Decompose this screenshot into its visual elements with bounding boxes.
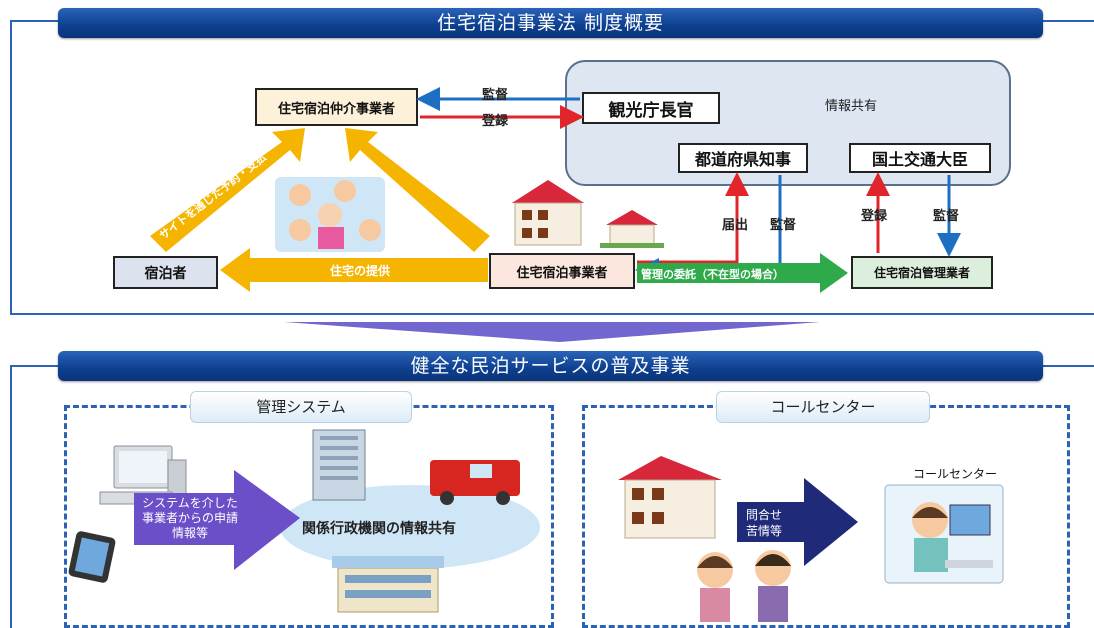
mgmt-system-arrow [134,470,300,570]
bottom-frame-line-right [1040,365,1094,367]
tourism-agency-box: 観光庁長官 [582,92,720,124]
call-center-label: コールセンター [913,467,998,481]
top-banner: 住宅宿泊事業法 制度概要 [58,8,1043,38]
house-callcenter-illustration [618,456,722,539]
call-center-operator-illustration [884,484,1004,584]
intermediary-box: 住宅宿泊仲介事業者 [255,88,418,126]
bottom-frame-left-edge [10,365,12,628]
notification-arrow [637,172,749,264]
property-info-arrow [345,128,490,252]
management-arrow [637,253,848,293]
top-frame-line-right [1040,20,1094,22]
prefecture-box: 都道府県知事 [678,143,808,173]
registration-label-2: 登録 [861,209,888,224]
info-sharing-label: 情報共有 [825,99,878,114]
residents-illustration [697,550,791,622]
notification-label: 届出 [722,218,749,233]
top-frame [10,20,1094,315]
supervision-label-2: 監督 [770,218,797,233]
guest-box: 宿泊者 [113,256,218,289]
bottom-banner: 健全な民泊サービスの普及事業 [58,351,1043,381]
office-building-illustration [312,429,366,501]
house-small-illustration [600,210,664,248]
government-building-illustration [332,556,444,613]
mlit-minister-box: 国土交通大臣 [849,143,991,173]
info-sharing-text: 関係行政機関の情報共有 [302,521,456,537]
management-arrow-label: 管理の委託（不在型の場合） [641,268,784,281]
call-center-arrow [737,478,858,566]
mgmt-system-arrow-text: システムを介した事業者からの申請情報等 [141,496,238,540]
tablet-illustration [68,531,116,583]
site-arrow [150,128,305,252]
bottom-frame-line-left [10,365,60,367]
section-connector [284,322,820,342]
housing-arrow-label: 住宅の提供 [330,264,391,278]
mgmt-system-title: 管理システム [190,391,412,423]
top-frame-line-left [10,20,60,22]
supervision-label-1: 監督 [482,88,509,103]
call-center-title: コールセンター [716,391,930,423]
sharing-ellipse [280,485,540,569]
call-center-arrow-text: 問合せ苦情等 [745,508,782,538]
manager-box: 住宅宿泊管理業者 [851,256,993,289]
operator-box: 住宅宿泊事業者 [489,253,635,289]
supervision-label-3: 監督 [933,209,960,224]
housing-arrow [220,248,488,292]
house-large-illustration [512,180,584,246]
registration-label-1: 登録 [482,114,509,129]
fire-truck-illustration [430,460,520,505]
